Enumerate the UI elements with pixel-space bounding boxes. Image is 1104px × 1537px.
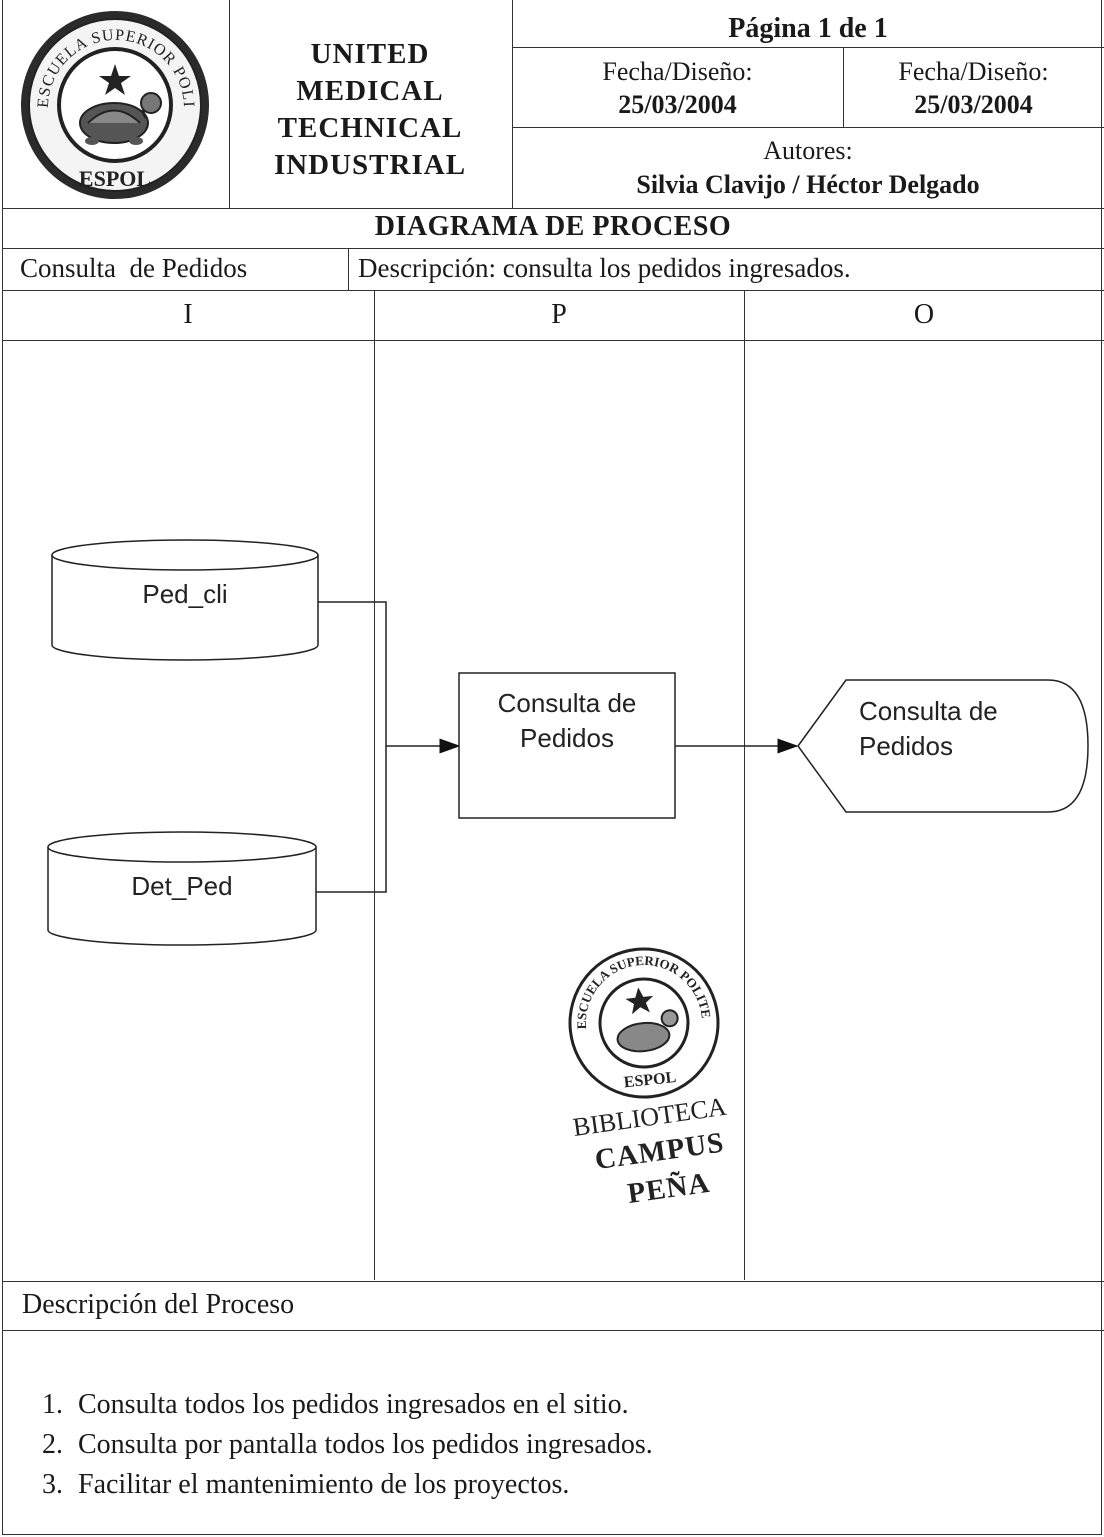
espol-logo: ESCUELA SUPERIOR POLITECNICA DEL LITORAL… xyxy=(12,0,213,203)
footer-heading-rule xyxy=(2,1330,1104,1331)
design-date-value-right: 25/03/2004 xyxy=(914,90,1033,119)
stamp-bottom-text: ESPOL xyxy=(623,1069,677,1091)
data-store-det-ped xyxy=(47,831,317,946)
output-display-label: Consulta de Pedidos xyxy=(859,696,998,761)
column-header-input: I xyxy=(183,299,193,330)
diagram-bottom-rule xyxy=(2,1281,1104,1282)
title-bottom-rule xyxy=(2,248,1104,249)
connector-ped-cli xyxy=(316,601,387,893)
header-divider-company xyxy=(512,0,513,208)
design-date-label-left: Fecha/Diseño: xyxy=(602,57,753,86)
header-divider-logo xyxy=(229,0,230,208)
authors-label: Autores: xyxy=(763,136,853,165)
design-date-label-right: Fecha/Diseño: xyxy=(898,57,1049,86)
process-diagram xyxy=(47,539,1089,946)
data-store-ped-cli xyxy=(51,539,319,661)
page-number: Página 1 de 1 xyxy=(728,13,888,44)
list-item: Facilitar el mantenimiento de los proyec… xyxy=(70,1465,1080,1505)
library-stamp: ESCUELA SUPERIOR POLITECNICA DEL LITORAL… xyxy=(548,926,750,1215)
list-item: Consulta todos los pedidos ingresados en… xyxy=(70,1385,1080,1425)
process-box xyxy=(458,672,676,819)
column-divider-po xyxy=(744,290,745,1280)
process-row-bottom-rule xyxy=(2,290,1104,291)
process-name: Consulta de Pedidos xyxy=(20,253,248,283)
header-rule-dates xyxy=(512,127,1104,128)
company-name: UNITED MEDICAL TECHNICAL INDUSTRIAL xyxy=(273,38,467,181)
list-item: Consulta por pantalla todos los pedidos … xyxy=(70,1425,1080,1465)
design-date-value-left: 25/03/2004 xyxy=(618,90,737,119)
process-row-divider xyxy=(348,248,349,290)
page-title: DIAGRAMA DE PROCESO xyxy=(374,211,732,242)
process-steps: Consulta todos los pedidos ingresados en… xyxy=(20,1385,1080,1505)
header-divider-dates xyxy=(843,47,844,127)
header-rule-page xyxy=(512,47,1104,48)
process-description-heading: Descripción del Proceso xyxy=(22,1289,295,1320)
column-header-output: O xyxy=(913,299,935,330)
process-box-label: Consulta de Pedidos xyxy=(497,688,637,753)
column-divider-ip xyxy=(374,290,375,1280)
stamp-line-3: PEÑA xyxy=(625,1166,712,1210)
process-description: Descripción: consulta los pedidos ingres… xyxy=(358,253,851,283)
columns-header-bottom-rule xyxy=(2,340,1104,341)
data-store-det-ped-label: Det_Ped xyxy=(131,871,233,901)
logo-bottom-text: ESPOL xyxy=(79,166,151,191)
column-header-process: P xyxy=(551,299,567,330)
authors-value: Silvia Clavijo / Héctor Delgado xyxy=(636,170,980,199)
header-bottom-rule xyxy=(2,208,1104,209)
data-store-ped-cli-label: Ped_cli xyxy=(142,579,228,609)
output-display-shape xyxy=(797,679,1089,813)
